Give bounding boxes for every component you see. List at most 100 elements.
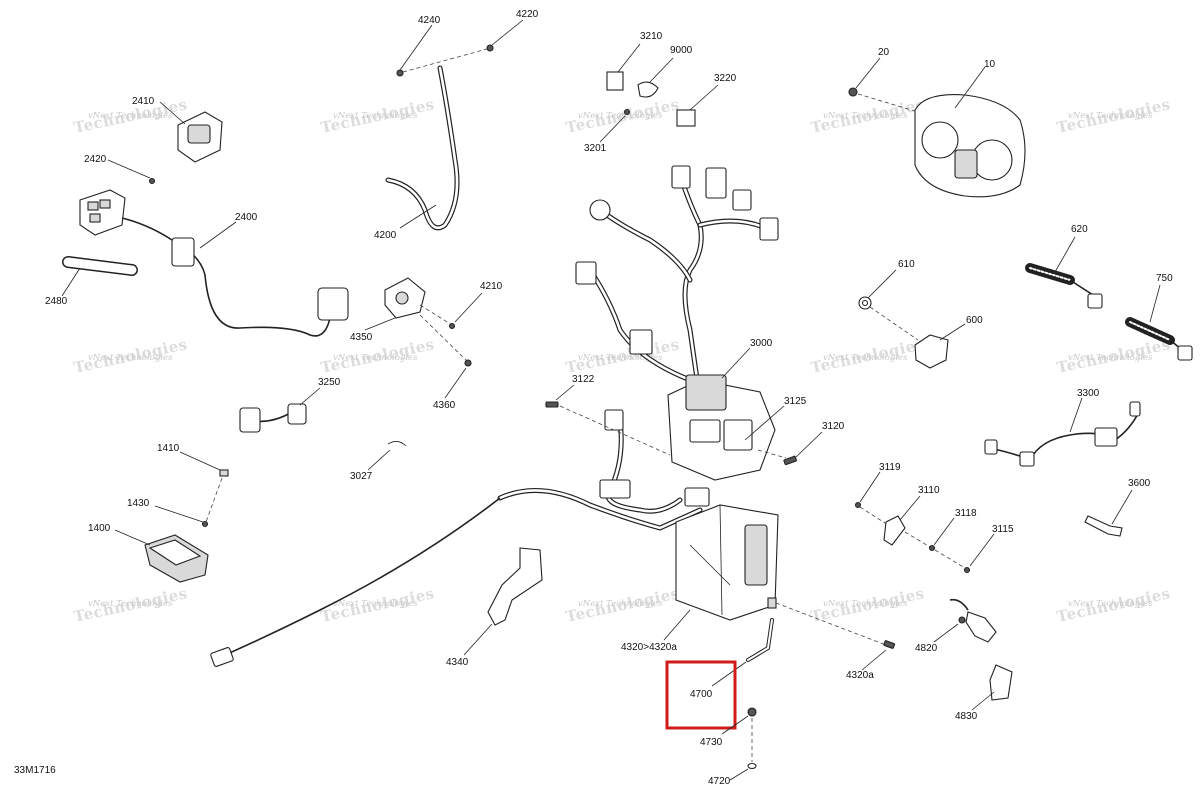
label-4320: 4320>4320a — [621, 642, 677, 653]
watermark-1: Technologies vNext Technologies — [72, 95, 189, 137]
label-2400: 2400 — [235, 212, 258, 223]
screw-4210 — [448, 322, 456, 330]
bolt-3120 — [783, 455, 797, 466]
washer-4720 — [747, 762, 757, 770]
part-group-610 — [858, 269, 966, 369]
label-610: 610 — [898, 259, 915, 270]
screw-3115 — [963, 566, 971, 574]
screw-3201 — [623, 108, 631, 116]
label-9000: 9000 — [670, 45, 693, 56]
label-4340: 4340 — [446, 657, 469, 668]
screw-4820 — [958, 616, 966, 624]
part-group-10 — [848, 57, 1026, 198]
watermark-small-7: vNext Technologies — [333, 353, 418, 363]
nut-4220 — [486, 44, 494, 52]
part-group-4350 — [364, 277, 483, 399]
label-4720: 4720 — [708, 776, 731, 787]
connector-3210 — [606, 71, 624, 91]
label-3120: 3120 — [822, 421, 845, 432]
label-4240: 4240 — [418, 15, 441, 26]
part-group-2400 — [61, 101, 349, 337]
label-3300: 3300 — [1077, 388, 1100, 399]
label-620: 620 — [1071, 224, 1088, 235]
part-group-4200 — [385, 19, 524, 231]
connector-2400b — [317, 287, 349, 321]
label-3210: 3210 — [640, 31, 663, 42]
bolt-3122 — [545, 401, 559, 408]
part-labels: 4240 4220 4200 2410 2420 2400 2480 3210 … — [14, 9, 1173, 787]
part-group-4340 — [463, 547, 543, 656]
label-3119: 3119 — [879, 462, 901, 473]
bracket-4340 — [487, 547, 543, 626]
clip-3027 — [387, 441, 407, 447]
sensor-4830 — [965, 611, 997, 643]
screw-3119 — [854, 501, 862, 509]
label-3250: 3250 — [318, 377, 341, 388]
part-group-620 — [1025, 236, 1103, 309]
watermark-small-8: vNext Technologies — [578, 353, 663, 363]
screw-2420 — [148, 177, 156, 185]
connector-3220 — [676, 109, 696, 127]
watermark-small-4: vNext Technologies — [823, 111, 908, 121]
watermark-15: Technologies vNext Technologies — [1055, 584, 1172, 626]
bolt-4360 — [464, 359, 472, 367]
switch-housing-2400 — [79, 189, 126, 236]
watermark-7: Technologies vNext Technologies — [319, 335, 436, 377]
watermark-small-9: vNext Technologies — [823, 353, 908, 363]
part-group-3110 — [854, 471, 995, 574]
main-harness-3000 — [210, 165, 779, 667]
watermark-11: Technologies vNext Technologies — [72, 584, 189, 626]
label-3027: 3027 — [350, 471, 373, 482]
screw-1430 — [201, 520, 209, 528]
nut-4730 — [747, 707, 757, 717]
connector-3000-end — [210, 647, 234, 667]
label-2480: 2480 — [45, 296, 68, 307]
label-10: 10 — [984, 59, 996, 70]
label-4730: 4730 — [700, 737, 723, 748]
watermark-5: Technologies vNext Technologies — [1055, 95, 1172, 137]
part-group-3600 — [1084, 489, 1133, 537]
label-3110: 3110 — [918, 485, 940, 496]
watermark-2: Technologies vNext Technologies — [319, 95, 436, 137]
label-3220: 3220 — [714, 73, 737, 84]
watermark-10: Technologies vNext Technologies — [1055, 335, 1172, 377]
label-1400: 1400 — [88, 523, 111, 534]
dash-4240-4220 — [402, 48, 488, 73]
bolt-4320a — [883, 640, 895, 649]
watermark-12: Technologies vNext Technologies — [319, 584, 436, 626]
label-3600: 3600 — [1128, 478, 1151, 489]
watermark-14: Technologies vNext Technologies — [809, 584, 926, 626]
connector-2400a — [171, 237, 195, 267]
label-3122: 3122 — [572, 374, 595, 385]
part-group-3250 — [239, 387, 407, 471]
sensor-3110 — [883, 515, 906, 546]
watermark-4: Technologies vNext Technologies — [809, 95, 926, 137]
document-code: 33M1716 — [14, 765, 56, 776]
label-4360: 4360 — [433, 400, 456, 411]
label-20: 20 — [878, 47, 890, 58]
watermark-small-5: vNext Technologies — [1068, 111, 1153, 121]
nut-4240 — [396, 69, 404, 77]
label-750: 750 — [1156, 273, 1173, 284]
watermark-small-13: vNext Technologies — [578, 599, 663, 609]
label-3201: 3201 — [584, 143, 607, 154]
part-group-3120 — [545, 384, 823, 466]
watermark-9: Technologies vNext Technologies — [809, 335, 926, 377]
sensor-3600 — [1084, 515, 1123, 537]
watermark-13: Technologies vNext Technologies — [564, 584, 681, 626]
clip-1410 — [219, 469, 229, 477]
label-4210: 4210 — [480, 281, 503, 292]
nut-20 — [848, 87, 858, 97]
label-4200: 4200 — [374, 230, 397, 241]
watermark-small-2: vNext Technologies — [333, 111, 418, 121]
watermark-3: Technologies vNext Technologies — [564, 95, 681, 137]
label-4220: 4220 — [516, 9, 539, 20]
part-group-4320 — [663, 504, 895, 671]
label-4830: 4830 — [955, 711, 978, 722]
part-group-4830 — [933, 598, 1013, 711]
watermark-small-12: vNext Technologies — [333, 599, 418, 609]
part-group-3300 — [984, 397, 1141, 467]
watermark-small-1: vNext Technologies — [88, 111, 173, 121]
watermark-small-6: vNext Technologies — [88, 353, 173, 363]
label-3118: 3118 — [955, 508, 977, 519]
